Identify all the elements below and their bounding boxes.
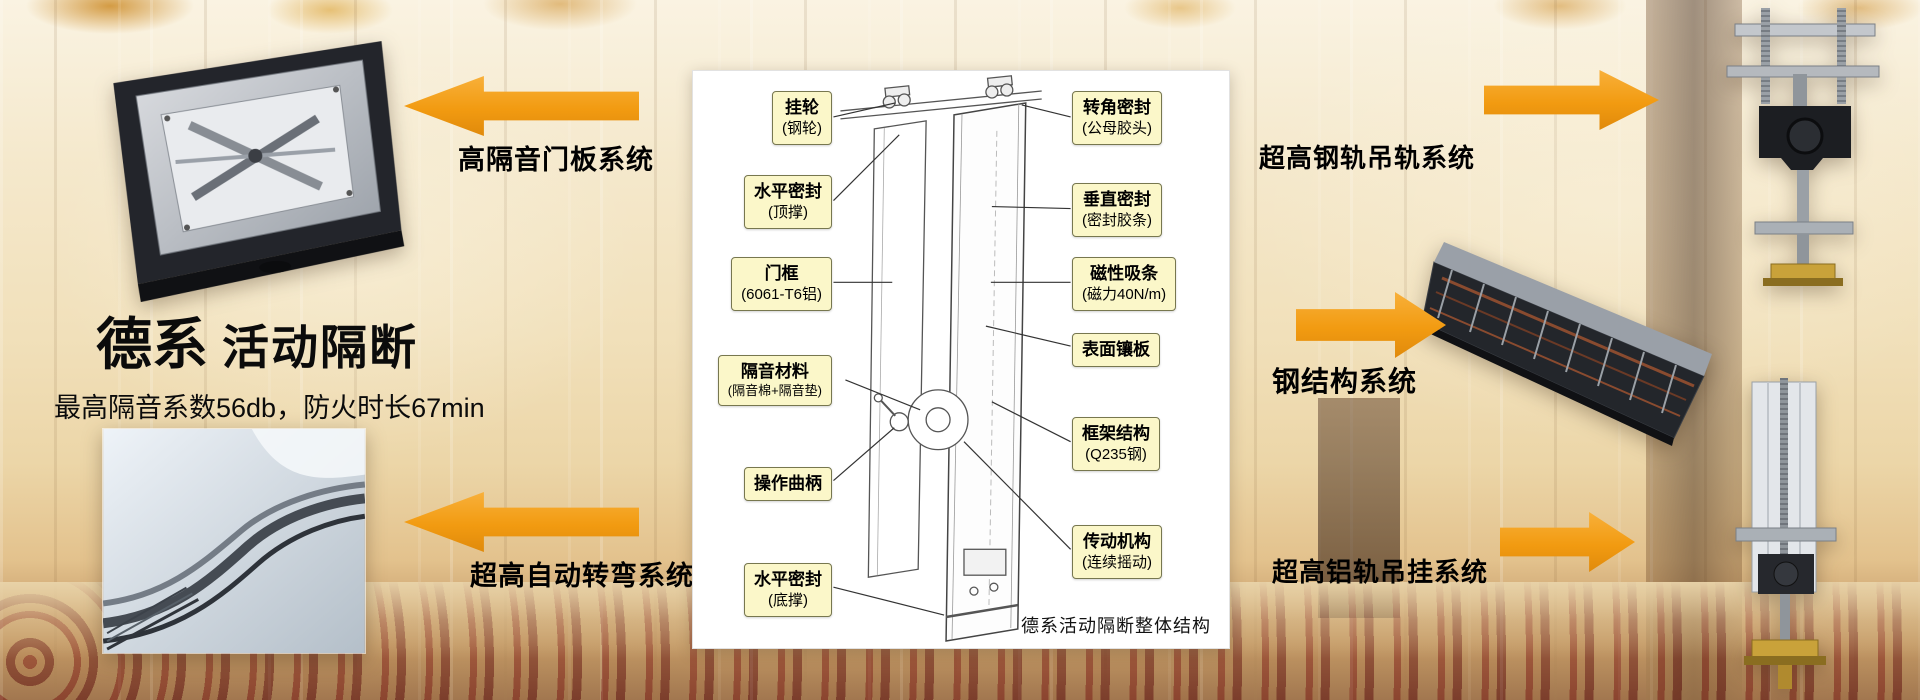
steel-structure-system-label: 钢结构系统 [1272, 366, 1418, 397]
background-doorway [1318, 398, 1400, 618]
turning-profile-photo [102, 428, 366, 654]
callout-vertical-seal: 垂直密封 (密封胶条) [1072, 183, 1162, 237]
turning-profile-illustration [103, 429, 365, 653]
door-sketch [840, 75, 1042, 642]
callout-hanging-wheel: 挂轮 (钢轮) [772, 91, 832, 145]
callout-acoustic-material: 隔音材料 (隔音棉+隔音垫) [717, 355, 832, 406]
door-panel-track-illustration [113, 41, 405, 303]
callout-surface-panel: 表面镶板 [1072, 333, 1160, 368]
door-panel-track-photo [93, 18, 412, 319]
callout-drive-mechanism: 传动机构 (连续摇动) [1072, 525, 1162, 579]
steel-rail-hanger-illustration [1726, 8, 1880, 286]
brand-title: 德系 活动隔断 [96, 300, 418, 381]
steel-rail-hanger-photo [1697, 8, 1910, 288]
turning-system-label: 超高自动转弯系统 [470, 561, 694, 591]
steel-rail-system-label: 超高钢轨吊轨系统 [1259, 143, 1476, 173]
callout-magnetic-strip: 磁性吸条 (磁力40N/m) [1072, 257, 1177, 311]
leader-lines [833, 102, 1072, 616]
steel-structure-photo [1422, 226, 1718, 454]
brand-subtitle: 最高隔音系数56db，防火时长67min [54, 393, 485, 423]
aluminium-rail-hanger-illustration [1735, 378, 1837, 689]
partition-structure-sketch [833, 75, 1072, 642]
callout-top-horizontal-seal: 水平密封 (顶撑) [744, 175, 832, 229]
callout-frame-structure: 框架结构 (Q235钢) [1072, 417, 1160, 471]
callout-corner-seal: 转角密封 (公母胶头) [1072, 91, 1162, 145]
aluminium-rail-system-label: 超高铝轨吊挂系统 [1272, 557, 1489, 587]
aluminium-rail-hanger-photo [1700, 378, 1906, 694]
brand-title-rest: 活动隔断 [222, 321, 418, 374]
callout-operating-crank: 操作曲柄 [744, 467, 832, 502]
structure-diagram-panel: 挂轮 (钢轮) 水平密封 (顶撑) 门框 (6061-T6铝) 隔音材料 (隔音… [692, 70, 1230, 649]
door-panel-system-label: 高隔音门板系统 [458, 145, 654, 175]
steel-structure-illustration [1422, 242, 1712, 446]
callout-bottom-horizontal-seal: 水平密封 (底撑) [744, 563, 832, 617]
brand-title-bold: 德系 [96, 313, 208, 376]
callout-door-frame: 门框 (6061-T6铝) [731, 257, 832, 311]
diagram-caption: 德系活动隔断整体结构 [1021, 616, 1211, 636]
